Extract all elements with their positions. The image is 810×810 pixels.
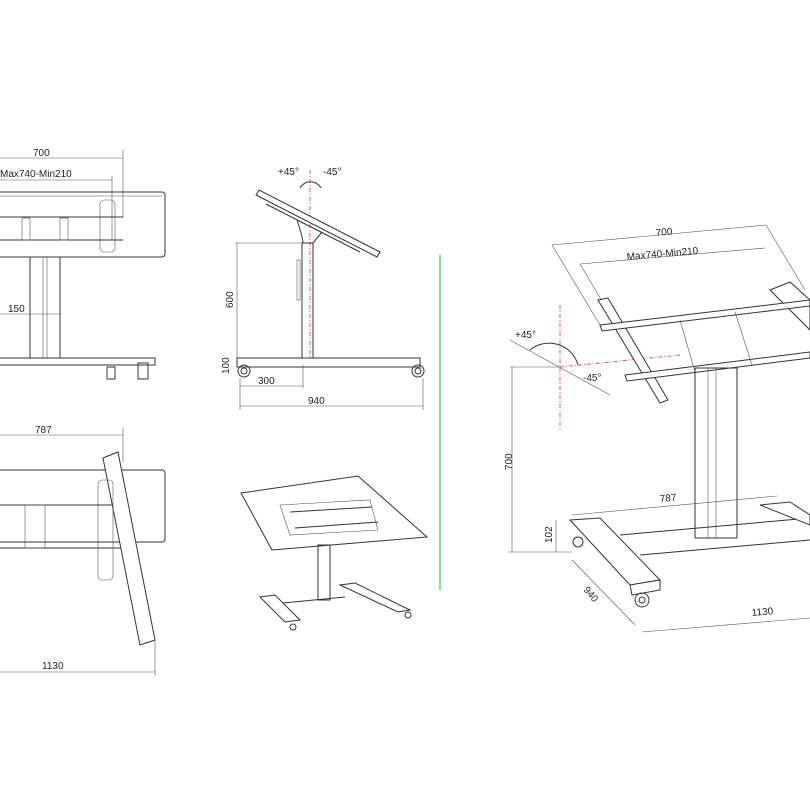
- iso-dim-inner-width: 787: [659, 493, 677, 505]
- tilt-plus: +45°: [278, 167, 299, 178]
- tilt-minus: -45°: [323, 167, 341, 178]
- side-view: +45° -45° 600 100 300 940: [221, 167, 425, 410]
- iso-dim-base-height: 102: [544, 526, 555, 543]
- dim-column-height: 600: [225, 291, 236, 308]
- iso-dim-base-width: 1130: [751, 606, 774, 619]
- large-iso-view: 700 Max740-Min210 +45° -45° 700 102 787 …: [504, 224, 810, 633]
- rotated-view: 787 1130: [0, 425, 166, 676]
- dim-column: 150: [8, 304, 25, 315]
- iso-dim-height: 700: [504, 453, 515, 470]
- iso-dim-vesa: Max740-Min210: [626, 246, 699, 263]
- dim-base-height: 100: [221, 357, 232, 374]
- dim-rotated-width: 787: [35, 425, 52, 436]
- dim-width: 700: [33, 148, 50, 159]
- iso-tilt-plus: +45°: [515, 330, 536, 341]
- iso-tilt-minus: -45°: [583, 373, 601, 384]
- dim-rotated-base: 1130: [42, 661, 64, 672]
- dim-base-depth: 940: [308, 396, 325, 407]
- iso-dim-width: 700: [655, 227, 673, 239]
- dim-vesa: Max740-Min210: [0, 169, 72, 180]
- dim-wheel-offset: 300: [258, 376, 275, 387]
- front-view: 700 Max740-Min210 150: [0, 148, 166, 380]
- iso-dim-base-depth: 940: [581, 585, 600, 605]
- small-iso-view: [240, 475, 429, 631]
